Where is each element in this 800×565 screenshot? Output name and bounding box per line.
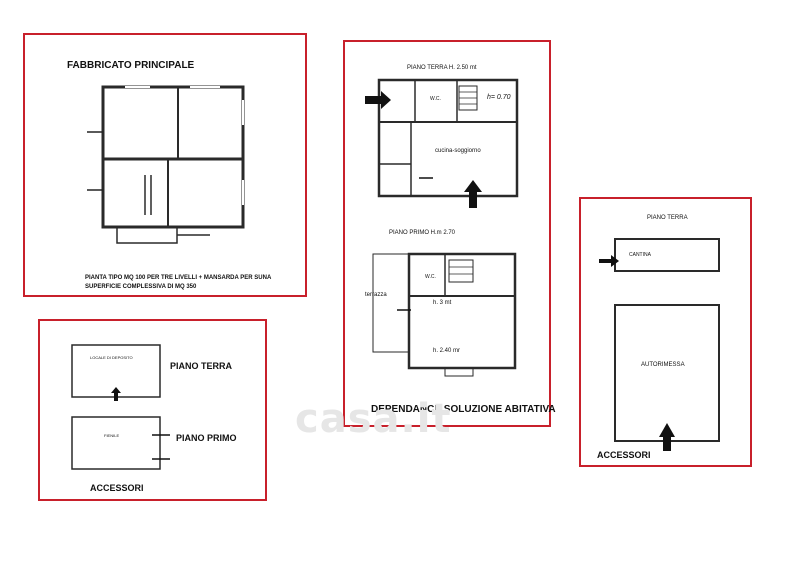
dependance-ground-floor-label: PIANO TERRA H. 2.50 mt xyxy=(407,65,477,71)
panel-accessories-left: LOCALE DI DEPOSITO PIANO TERRA FIENILE P… xyxy=(38,319,267,501)
panel-dependance: PIANO TERRA H. 2.50 mt W.C. h= 0.70 cuci… xyxy=(343,40,556,427)
accessories-left-room2-label: FIENILE xyxy=(104,433,120,438)
accessories-right-caption: ACCESSORI xyxy=(597,450,651,460)
main-building-caption-2: SUPERFICIE COMPLESSIVA DI MQ 350 xyxy=(85,284,197,290)
accessories-right-cantina-label: CANTINA xyxy=(629,252,651,258)
accessories-left-piano-terra: PIANO TERRA xyxy=(170,361,233,371)
dependance-wc2-label: W.C. xyxy=(425,274,436,280)
accessories-right-piano-terra: PIANO TERRA xyxy=(647,215,688,221)
accessories-left-piano-primo: PIANO PRIMO xyxy=(176,433,237,443)
accessories-right-floorplan xyxy=(599,238,720,451)
main-building-floorplan xyxy=(87,85,245,244)
dependance-first-floor-label: PIANO PRIMO H.m 2.70 xyxy=(389,230,456,236)
main-building-title: FABBRICATO PRINCIPALE xyxy=(67,60,195,71)
casa-it-watermark: casa.it xyxy=(295,396,452,442)
panel-main-building: FABBRICATO PRINCIPALE PIANTA TIPO MQ 100… xyxy=(23,33,307,297)
dependance-terrace-label: terrazza xyxy=(365,292,387,298)
accessories-left-room1-label: LOCALE DI DEPOSITO xyxy=(90,355,133,360)
dependance-caption: DEPENDANCE SOLUZIONE ABITATIVA xyxy=(371,404,556,415)
main-building-caption-1: PIANTA TIPO MQ 100 PER TRE LIVELLI + MAN… xyxy=(85,275,272,281)
dependance-height-240-label: h. 2.40 mr xyxy=(433,348,461,354)
accessories-left-caption: ACCESSORI xyxy=(90,483,144,493)
accessories-right-autorimessa-label: AUTORIMESSA xyxy=(641,362,685,368)
dependance-wc-label: W.C. xyxy=(430,96,441,102)
dependance-ground-floorplan xyxy=(365,78,519,208)
dependance-height-3-label: h. 3 mt xyxy=(433,300,452,306)
panel-accessories-right: PIANO TERRA CANTINA AUTORIMESSA ACCESSOR… xyxy=(579,197,752,467)
dependance-kitchen-label: cucina-soggiorno xyxy=(435,148,481,154)
dependance-first-floorplan xyxy=(372,252,517,377)
dependance-stamp-label: h= 0.70 xyxy=(487,94,511,101)
accessories-left-floorplan xyxy=(71,344,170,470)
